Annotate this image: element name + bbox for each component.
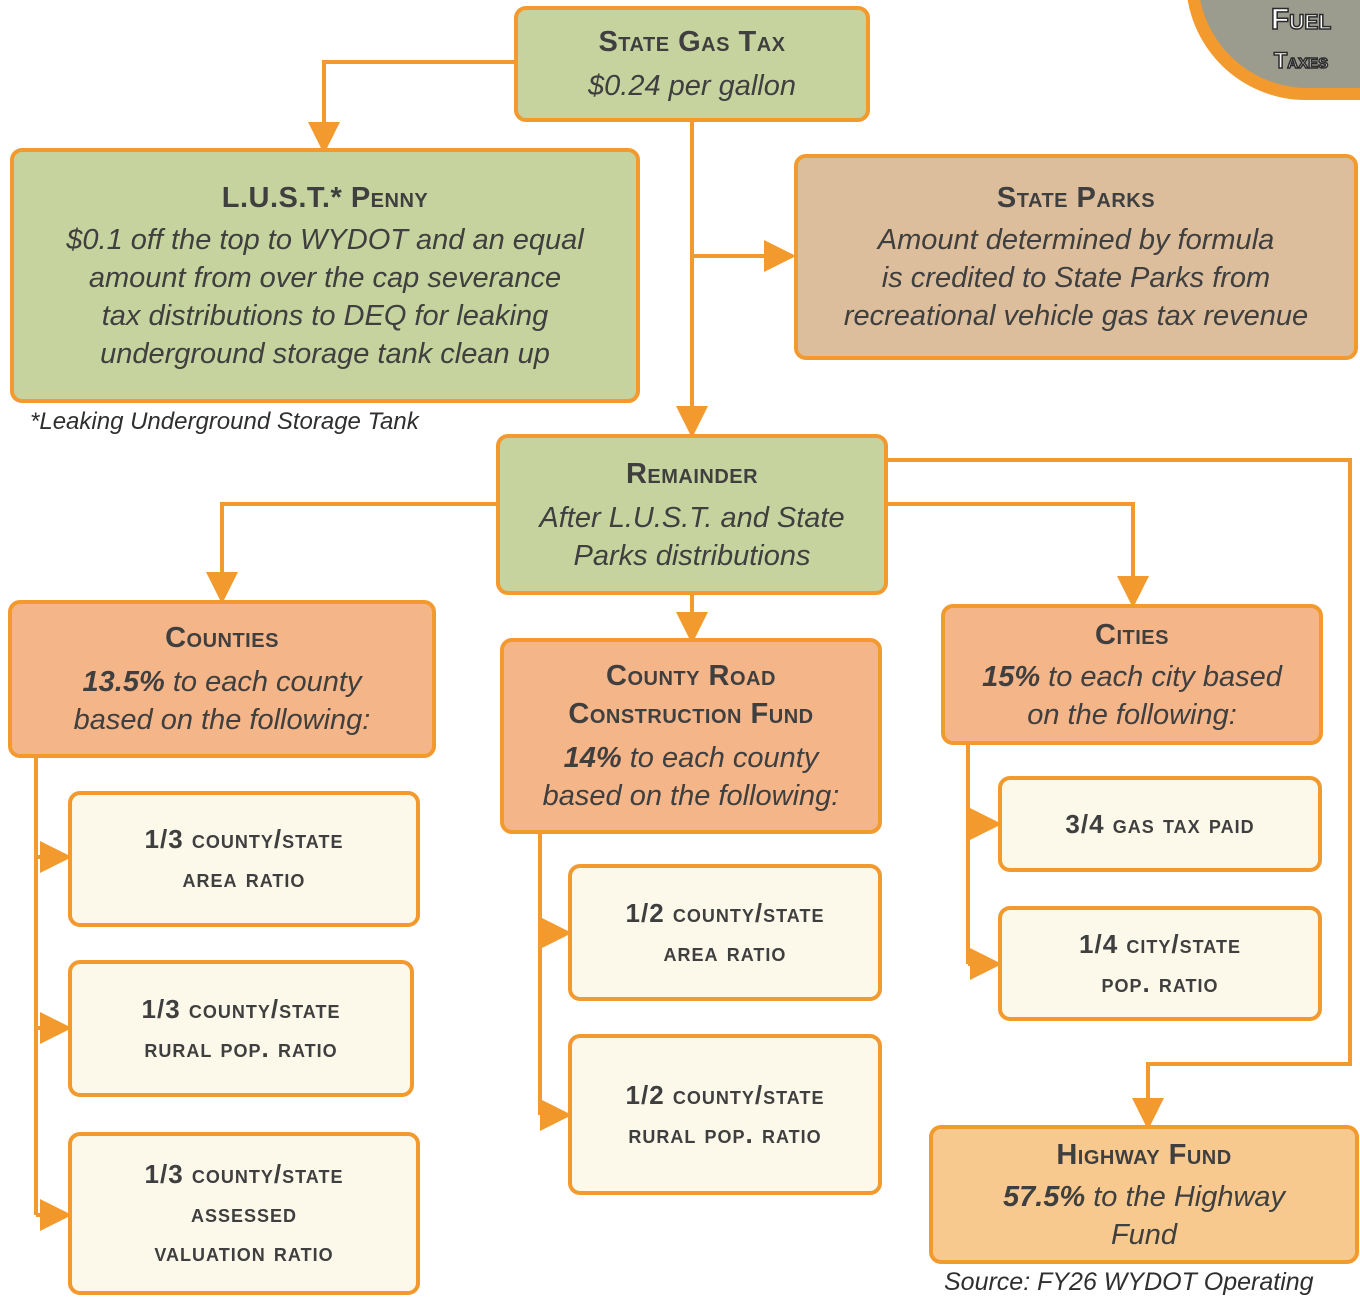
item-line: 3/4 gas tax paid <box>1065 808 1255 839</box>
item-line: 1/3 county/state <box>144 1159 344 1189</box>
county-item-rural-pop-ratio: 1/3 county/state rural pop. ratio <box>68 960 414 1097</box>
source-note: Source: FY26 WYDOT Operating <box>944 1268 1314 1296</box>
highway-body-line-1: 57.5% to the Highway <box>1003 1178 1285 1216</box>
state-parks-title: State Parks <box>996 182 1156 214</box>
county-road-fund-title-line: County Road <box>606 660 776 692</box>
cities-percent-text: to each city based <box>1040 660 1282 693</box>
item-line: 1/4 city/state <box>1079 928 1241 959</box>
lust-penny-body-line: tax distributions to DEQ for leaking <box>101 299 549 332</box>
badge-line-2: Taxes <box>1273 47 1329 74</box>
cities-title: Cities <box>1095 618 1169 651</box>
remainder-body-line: After L.U.S.T. and State <box>539 501 845 534</box>
county-road-percent: 14% <box>563 742 622 774</box>
highway-fund-title: Highway Fund <box>1056 1138 1232 1171</box>
item-line: assessed <box>190 1198 298 1228</box>
fuel-taxes-badge: Fuel Taxes <box>1186 0 1360 100</box>
county-road-fund-title-line: Construction Fund <box>568 698 814 730</box>
county-road-percent-text: to each county <box>621 742 819 774</box>
counties-title: Counties <box>165 622 279 654</box>
item-line: 1/2 county/state <box>625 897 825 928</box>
item-line: 1/3 county/state <box>144 824 344 854</box>
highway-percent: 57.5% <box>1002 1180 1086 1213</box>
connector-to-highway <box>886 458 1352 1130</box>
county-road-fund-box: County Road Construction Fund 14% to eac… <box>500 638 882 834</box>
road-item-area-ratio: 1/2 county/state area ratio <box>568 864 882 1001</box>
item-line: area ratio <box>182 863 306 893</box>
lust-penny-body-line: amount from over the cap severance <box>88 261 562 294</box>
county-item-area-ratio: 1/3 county/state area ratio <box>68 791 420 927</box>
counties-body-line-1: 13.5% to each county <box>83 663 362 701</box>
lust-penny-title: L.U.S.T.* Penny <box>221 181 429 214</box>
state-gas-tax-title: State Gas Tax <box>598 26 786 58</box>
connector-to-cities <box>886 502 1149 608</box>
lust-footnote: *Leaking Underground Storage Tank <box>30 408 419 435</box>
item-line: rural pop. ratio <box>144 1032 338 1063</box>
city-item-pop-ratio: 1/4 city/state pop. ratio <box>998 906 1322 1021</box>
lust-penny-box: L.U.S.T.* Penny $0.1 off the top to WYDO… <box>10 148 640 403</box>
item-line: valuation ratio <box>154 1237 334 1267</box>
connector-gas-to-lust <box>308 60 516 154</box>
lust-penny-body-line: underground storage tank clean up <box>100 337 550 370</box>
counties-percent-text: to each county <box>164 666 362 698</box>
highway-fund-box: Highway Fund 57.5% to the Highway Fund <box>929 1125 1359 1264</box>
lust-penny-body-line: $0.1 off the top to WYDOT and an equal <box>66 223 584 256</box>
item-line: rural pop. ratio <box>628 1118 822 1149</box>
item-line: 1/3 county/state <box>141 993 341 1024</box>
item-line: pop. ratio <box>1101 967 1219 998</box>
highway-body-line-2: Fund <box>1110 1218 1178 1251</box>
cities-body-line-2: on the following: <box>1027 698 1237 731</box>
item-line: area ratio <box>663 936 787 967</box>
item-line: 1/2 county/state <box>625 1079 825 1110</box>
state-parks-body-line: Amount determined by formula <box>877 224 1275 256</box>
counties-body-line-2: based on the following: <box>73 704 371 736</box>
county-item-assessed-valuation-ratio: 1/3 county/state assessed valuation rati… <box>68 1132 420 1295</box>
connector-to-counties <box>206 502 498 604</box>
cities-percent: 15% <box>982 660 1041 693</box>
counties-percent: 13.5% <box>82 666 165 698</box>
state-gas-tax-box: State Gas Tax $0.24 per gallon <box>514 6 870 122</box>
state-gas-tax-rate: $0.24 per gallon <box>588 70 796 102</box>
road-item-rural-pop-ratio: 1/2 county/state rural pop. ratio <box>568 1034 882 1195</box>
remainder-box: Remainder After L.U.S.T. and State Parks… <box>496 434 888 595</box>
remainder-body-line: Parks distributions <box>573 539 811 572</box>
remainder-title: Remainder <box>625 457 759 490</box>
highway-percent-text: to the Highway <box>1085 1180 1286 1213</box>
counties-box: Counties 13.5% to each county based on t… <box>8 600 436 758</box>
state-parks-box: State Parks Amount determined by formula… <box>794 154 1358 360</box>
city-item-gas-tax-paid: 3/4 gas tax paid <box>998 776 1322 872</box>
badge-line-1: Fuel <box>1270 2 1332 37</box>
state-parks-body-line: is credited to State Parks from <box>881 262 1271 294</box>
cities-body-line-1: 15% to each city based <box>982 658 1282 696</box>
county-road-body-line-2: based on the following: <box>542 780 840 812</box>
county-road-body-line-1: 14% to each county <box>564 739 819 777</box>
state-parks-body-line: recreational vehicle gas tax revenue <box>843 300 1309 332</box>
cities-box: Cities 15% to each city based on the fol… <box>941 604 1323 745</box>
